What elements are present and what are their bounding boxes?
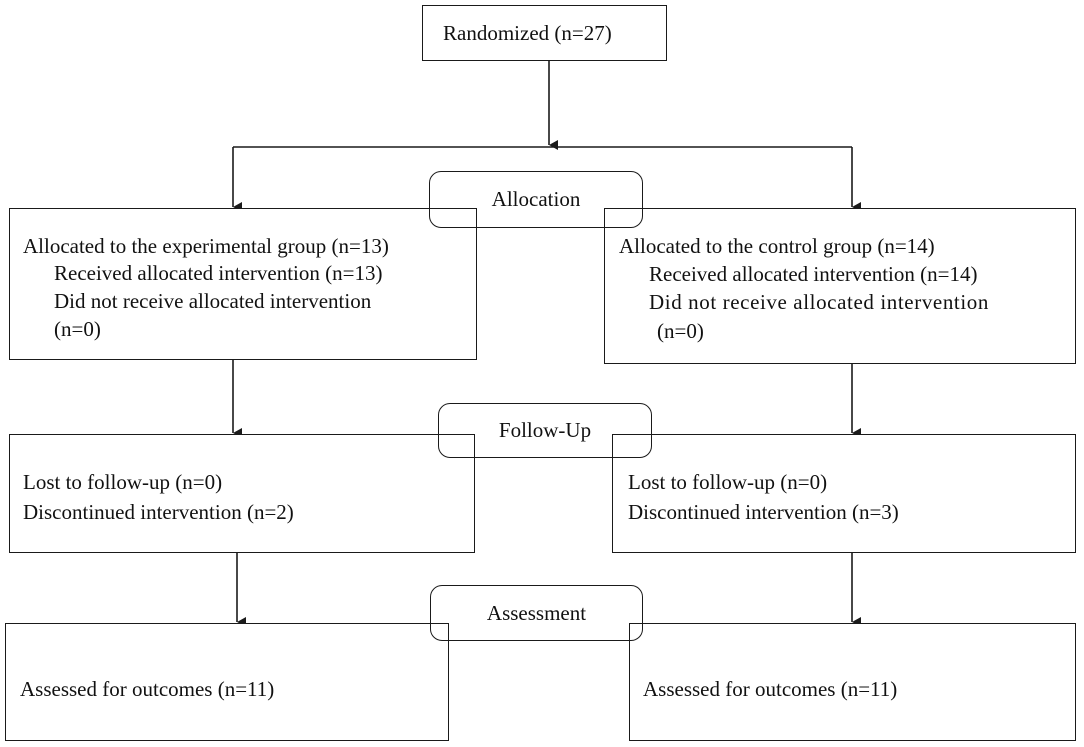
- alloc-exp-title: Allocated to the experimental group (n=1…: [23, 234, 389, 258]
- assessment-control-box: Assessed for outcomes (n=11): [629, 623, 1076, 741]
- allocation-experimental-box: Allocated to the experimental group (n=1…: [9, 208, 477, 360]
- alloc-exp-not-received-n: (n=0): [54, 317, 101, 341]
- follow-exp-discontinued: Discontinued intervention (n=2): [23, 500, 294, 524]
- stage-allocation: Allocation: [429, 171, 643, 228]
- follow-ctrl-discontinued: Discontinued intervention (n=3): [628, 500, 899, 524]
- alloc-exp-received: Received allocated intervention (n=13): [54, 261, 383, 285]
- alloc-ctrl-title: Allocated to the control group (n=14): [619, 234, 935, 258]
- alloc-ctrl-not-received-n: (n=0): [657, 319, 704, 343]
- allocation-control-box: Allocated to the control group (n=14) Re…: [604, 208, 1076, 364]
- follow-exp-lost: Lost to follow-up (n=0): [23, 470, 223, 494]
- assess-exp-label: Assessed for outcomes (n=11): [20, 677, 275, 701]
- randomized-box: Randomized (n=27): [422, 5, 667, 61]
- alloc-ctrl-not-received: Did not receive allocated intervention: [649, 290, 990, 314]
- assessment-experimental-box: Assessed for outcomes (n=11): [5, 623, 449, 741]
- alloc-ctrl-received: Received allocated intervention (n=14): [649, 262, 978, 286]
- follow-ctrl-lost: Lost to follow-up (n=0): [628, 470, 828, 494]
- randomized-label: Randomized (n=27): [443, 21, 612, 45]
- alloc-exp-not-received: Did not receive allocated intervention: [54, 289, 372, 313]
- follow-up-control-box: Lost to follow-up (n=0) Discontinued int…: [612, 434, 1076, 553]
- follow-up-experimental-box: Lost to follow-up (n=0) Discontinued int…: [9, 434, 475, 553]
- stage-follow-up: Follow-Up: [438, 403, 652, 458]
- assess-ctrl-label: Assessed for outcomes (n=11): [643, 677, 898, 701]
- stage-assessment: Assessment: [430, 585, 643, 641]
